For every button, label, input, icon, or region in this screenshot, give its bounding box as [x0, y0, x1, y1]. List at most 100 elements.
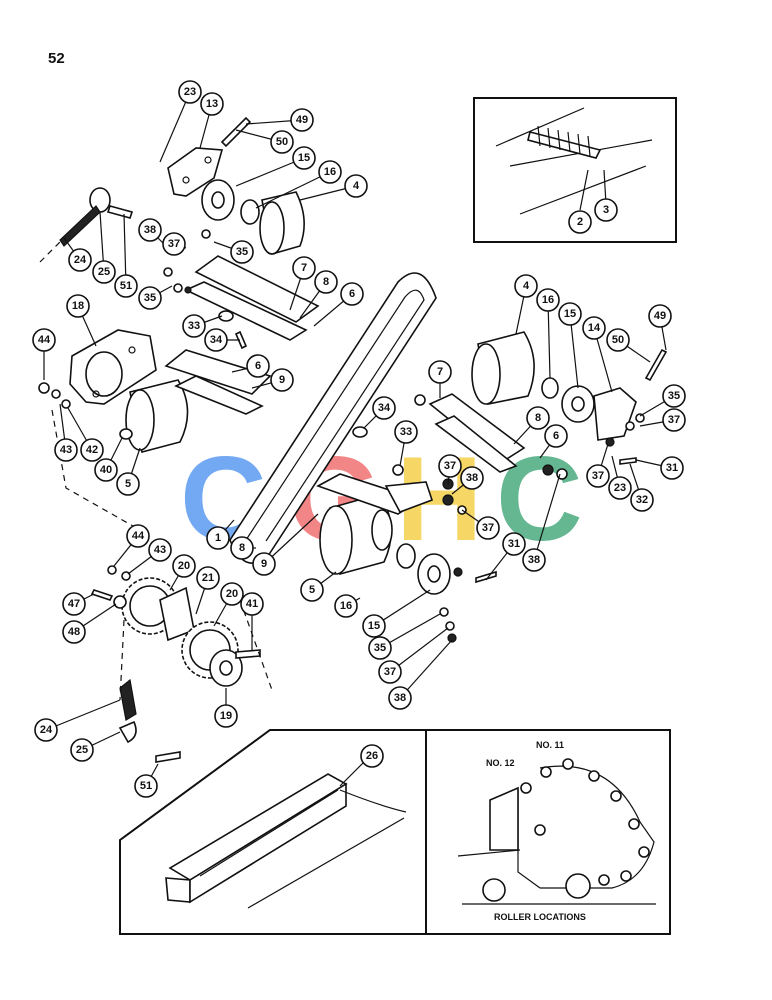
- callout-label-23: 23: [614, 482, 626, 494]
- callout-circle: [290, 108, 314, 132]
- roller-locations-inset: NO. 12 NO. 11 ROLLER LOCATIONS: [425, 729, 671, 935]
- right-assembly: [352, 331, 668, 480]
- callout-label-13: 13: [206, 98, 218, 110]
- callout-label-4: 4: [523, 280, 530, 292]
- callout-label-9: 9: [261, 558, 267, 570]
- callout-circle: [214, 704, 238, 728]
- splice-label-3: 3: [603, 204, 609, 216]
- callout-label-18: 18: [72, 300, 84, 312]
- roller-locations-caption: ROLLER LOCATIONS: [494, 912, 586, 922]
- callout-circle: [378, 660, 402, 684]
- callout-circle: [240, 592, 264, 616]
- callout-label-37: 37: [168, 238, 180, 250]
- callout-circle: [344, 174, 368, 198]
- callout-label-4: 4: [353, 180, 360, 192]
- callout-circle: [514, 274, 538, 298]
- callout-circle: [582, 316, 606, 340]
- callout-label-7: 7: [301, 262, 307, 274]
- callout-label-43: 43: [154, 544, 166, 556]
- callout-label-31: 31: [508, 538, 520, 550]
- callout-circle: [630, 488, 654, 512]
- callout-label-34: 34: [210, 334, 223, 346]
- callout-label-35: 35: [668, 390, 680, 402]
- callout-circle: [246, 354, 270, 378]
- callout-label-50: 50: [276, 136, 288, 148]
- callout-label-49: 49: [296, 114, 308, 126]
- roller-chain-links: [520, 758, 650, 886]
- splice-label-2: 2: [577, 216, 583, 228]
- callout-circle: [372, 396, 396, 420]
- callout-label-15: 15: [368, 620, 380, 632]
- belt-splice-inset: 2 3: [473, 97, 677, 243]
- callout-label-35: 35: [144, 292, 156, 304]
- callout-leader: [399, 639, 453, 699]
- part-callouts: 2313495015164242551383735357863334184469…: [32, 80, 686, 798]
- callout-circle: [606, 328, 630, 352]
- callout-circle: [92, 260, 116, 284]
- callout-label-50: 50: [612, 334, 624, 346]
- callout-label-37: 37: [482, 522, 494, 534]
- callout-label-35: 35: [374, 642, 386, 654]
- callout-circle: [54, 438, 78, 462]
- callout-leader: [263, 513, 319, 565]
- splice-lacing: [537, 125, 591, 157]
- callout-label-9: 9: [279, 374, 285, 386]
- callout-circle: [476, 516, 500, 540]
- callout-label-6: 6: [255, 360, 261, 372]
- callout-circle: [388, 686, 412, 710]
- callout-leader: [569, 313, 579, 389]
- callout-circle: [292, 256, 316, 280]
- callout-label-16: 16: [324, 166, 336, 178]
- callout-leader: [123, 213, 127, 287]
- bar-label-26: 26: [366, 750, 378, 762]
- callout-label-21: 21: [202, 572, 214, 584]
- callout-circle: [318, 160, 342, 184]
- callout-label-31: 31: [666, 462, 678, 474]
- callout-label-37: 37: [444, 460, 456, 472]
- callout-circle: [182, 314, 206, 338]
- callout-circle: [334, 594, 358, 618]
- callout-label-8: 8: [323, 276, 329, 288]
- callout-circle: [536, 288, 560, 312]
- callout-label-20: 20: [178, 560, 190, 572]
- callout-circle: [648, 304, 672, 328]
- callout-label-15: 15: [564, 308, 576, 320]
- callout-leader: [255, 171, 331, 209]
- callout-label-32: 32: [636, 494, 648, 506]
- callout-circle: [362, 614, 386, 638]
- callout-label-8: 8: [239, 542, 245, 554]
- callout-leader: [389, 627, 449, 673]
- callout-circle: [428, 360, 452, 384]
- callout-circle: [300, 578, 324, 602]
- callout-label-24: 24: [40, 724, 53, 736]
- callout-label-8: 8: [535, 412, 541, 424]
- callout-label-47: 47: [68, 598, 80, 610]
- callout-circle: [126, 524, 150, 548]
- callout-circle: [68, 248, 92, 272]
- callout-circle: [204, 328, 228, 352]
- callout-label-25: 25: [76, 744, 88, 756]
- callout-label-14: 14: [588, 322, 601, 334]
- callout-label-38: 38: [144, 224, 156, 236]
- callout-circle: [32, 328, 56, 352]
- callout-label-48: 48: [68, 626, 80, 638]
- callout-label-33: 33: [400, 426, 412, 438]
- callout-circle: [340, 282, 364, 306]
- callout-circle: [114, 274, 138, 298]
- roller-no12-label: NO. 12: [486, 758, 515, 768]
- callout-circle: [558, 302, 582, 326]
- callout-label-38: 38: [394, 692, 406, 704]
- sprocket-assembly: [90, 565, 273, 763]
- callout-circle: [460, 466, 484, 490]
- lower-centre-assembly: [316, 464, 497, 643]
- callout-label-6: 6: [349, 288, 355, 300]
- callout-circle: [662, 408, 686, 432]
- callout-circle: [148, 538, 172, 562]
- callout-label-37: 37: [592, 470, 604, 482]
- callout-label-51: 51: [140, 780, 152, 792]
- callout-leader: [45, 699, 121, 731]
- scraper-bar-inset: 26: [119, 729, 427, 935]
- callout-circle: [586, 464, 610, 488]
- page-number: 52: [48, 50, 65, 67]
